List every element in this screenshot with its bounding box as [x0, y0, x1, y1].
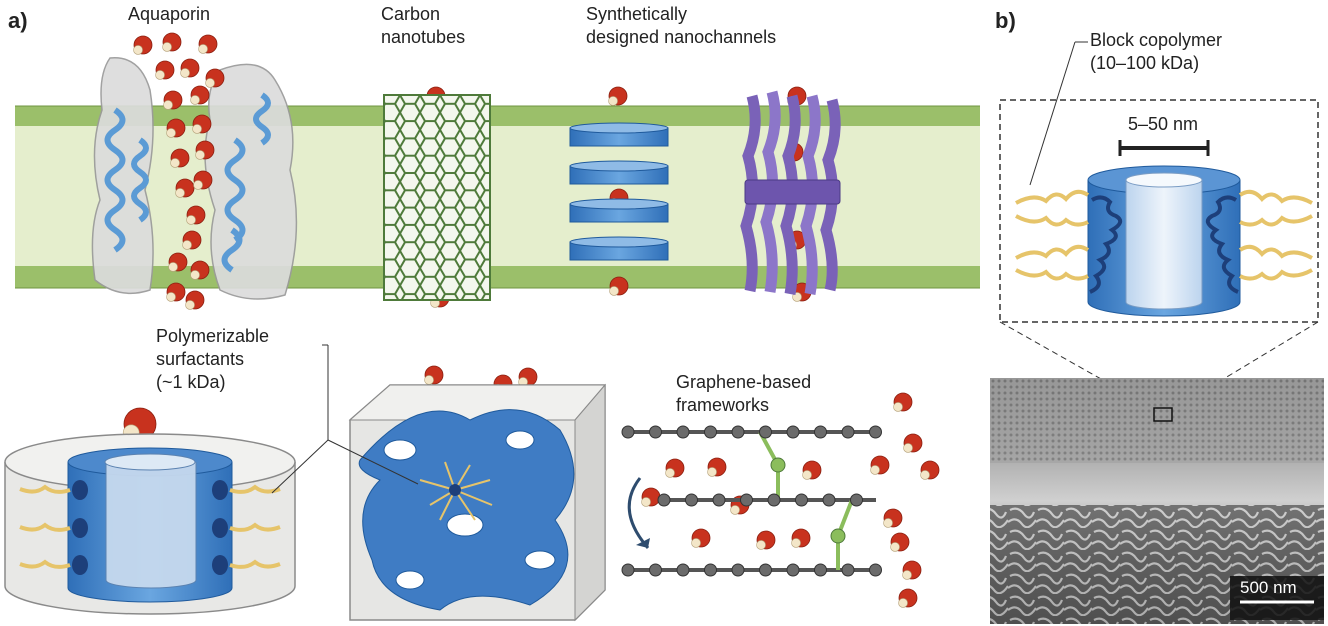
graphene-atom [621, 563, 635, 577]
graphene-atom [731, 563, 745, 577]
water-hydrogen [166, 128, 176, 138]
water-hydrogen [756, 540, 766, 550]
water-hydrogen [898, 598, 908, 608]
graphene-atom [814, 563, 827, 577]
water-hydrogen [641, 497, 651, 507]
graphene-atom [767, 493, 781, 507]
water-hydrogen [870, 465, 880, 475]
water-hydrogen [166, 292, 176, 302]
water-hydrogen [608, 96, 618, 106]
graphene-atom [740, 493, 753, 507]
water-hydrogen [155, 70, 165, 80]
graphene-atom [657, 493, 671, 507]
graphene-atom [731, 425, 745, 439]
water-hydrogen [168, 262, 178, 272]
water-hydrogen [195, 150, 205, 160]
water-hydrogen [730, 505, 740, 515]
graphene-atom [814, 425, 827, 439]
surfactants-label-line1: Polymerizable [156, 326, 270, 346]
graphene-frameworks [621, 425, 882, 577]
graphene-atom [649, 563, 662, 577]
water-hydrogen [185, 300, 195, 310]
surfactants-label-line3: (~1 kDa) [156, 372, 226, 392]
peptide-nanochannel [740, 90, 841, 295]
water-hydrogen [162, 42, 172, 52]
graphene-label-line2: frameworks [676, 395, 770, 415]
block-copolymer-label-line1: Block copolymer [1090, 30, 1223, 50]
water-hydrogen [186, 215, 196, 225]
water-hydrogen [707, 467, 717, 477]
graphene-atom [795, 493, 808, 507]
panel-a-letter: a) [8, 8, 28, 33]
graphene-atom [786, 563, 800, 577]
graphene-atom [869, 425, 882, 439]
sem-scale-bar-label: 500 nm [1240, 578, 1297, 597]
graphene-atom [704, 563, 717, 577]
water-hydrogen [205, 78, 215, 88]
graphene-atom [685, 493, 698, 507]
water-hydrogen [190, 95, 200, 105]
water-hydrogen [182, 240, 192, 250]
water-hydrogen [609, 286, 619, 296]
graphene-atom [841, 425, 855, 439]
water-hydrogen [893, 402, 903, 412]
carbon-nanotube [383, 94, 491, 301]
graphene-atom [822, 493, 836, 507]
water-hydrogen [170, 158, 180, 168]
graphene-atom [869, 563, 882, 577]
water-hydrogen [163, 100, 173, 110]
panel-b-letter: b) [995, 8, 1016, 33]
water-hydrogen [190, 270, 200, 280]
water-hydrogen [424, 375, 434, 385]
water-hydrogen [180, 68, 190, 78]
graphene-atom [676, 425, 690, 439]
graphene-atom [712, 493, 726, 507]
graphene-atom [621, 425, 635, 439]
water-hydrogen [903, 443, 913, 453]
water-hydrogen [198, 44, 208, 54]
bicontinuous-cube [348, 383, 607, 622]
surfactant-membrane-cylinder [4, 433, 296, 615]
water-hydrogen [890, 542, 900, 552]
graphene-atom [759, 563, 772, 577]
carbon-nanotubes-label-line1: Carbon [381, 4, 441, 24]
water-hydrogen [802, 470, 812, 480]
graphene-atom [759, 425, 772, 439]
aquaporin-illustration [91, 57, 298, 300]
water-hydrogen [902, 570, 912, 580]
graphene-atom [850, 493, 863, 507]
aquaporin-label: Aquaporin [128, 4, 211, 24]
water-hydrogen [175, 188, 185, 198]
graphene-atom [786, 425, 800, 439]
stacked-ring-nanochannel [569, 122, 669, 261]
water-hydrogen [133, 45, 143, 55]
surfactants-label-line2: surfactants [156, 349, 245, 369]
graphene-atom [704, 425, 717, 439]
water-hydrogen [192, 124, 202, 134]
graphene-label-line1: Graphene-based [676, 372, 812, 392]
graphene-atom [841, 563, 855, 577]
graphene-atom [649, 425, 662, 439]
pore-size-label: 5–50 nm [1128, 114, 1199, 134]
carbon-nanotubes-label-line2: nanotubes [381, 27, 466, 47]
synthetic-nanochannels-label-line1: Synthetically [586, 4, 688, 24]
block-copolymer-label-line2: (10–100 kDa) [1090, 53, 1200, 73]
water-hydrogen [883, 518, 893, 528]
graphene-atom [676, 563, 690, 577]
block-copolymer-zoom-box [999, 41, 1319, 411]
surfactant-leader-lines [271, 344, 419, 494]
water-hydrogen [920, 470, 930, 480]
water-hydrogen [691, 538, 701, 548]
water-hydrogen [193, 180, 203, 190]
sem-micrograph [990, 378, 1324, 624]
water-hydrogen [791, 538, 801, 548]
water-hydrogen [665, 468, 675, 478]
synthetic-nanochannels-label-line2: designed nanochannels [586, 27, 777, 47]
